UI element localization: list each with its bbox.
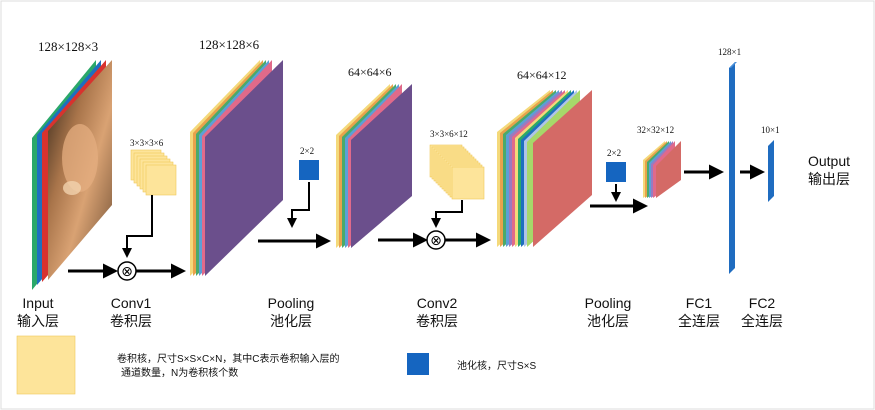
conv1-output-dimension-label: 128×128×6 [199, 37, 260, 52]
conv2-output-volume [497, 90, 592, 247]
legend-kernel-text-line1: 卷积核，尺寸S×S×C×N，其中C表示卷积输入层的 [117, 352, 340, 365]
kernel2-stack [429, 144, 485, 200]
legend-pool-text: 池化核，尺寸S×S [457, 359, 537, 372]
conv2-operator-symbol: ⊗ [430, 232, 442, 248]
pool2-output-volume [643, 141, 681, 198]
conv1-label-zh: 卷积层 [110, 313, 152, 329]
output-label-en: Output [808, 153, 850, 169]
pool1-output-dimension-label: 64×64×6 [348, 65, 392, 79]
legend-kernel-text-line2: 通道数量，N为卷积核个数 [121, 366, 238, 379]
pool2-label-en: Pooling [585, 295, 632, 311]
kernel2-arrow [431, 200, 463, 228]
input-label-zh: 输入层 [17, 313, 59, 329]
kernel1-dimension-label: 3×3×3×6 [130, 138, 164, 148]
fc2-label-en: FC2 [749, 295, 776, 311]
pool1-output-volume [336, 84, 412, 248]
input-volume [32, 60, 112, 290]
input-label-en: Input [22, 295, 53, 311]
fc2-label-zh: 全连层 [741, 313, 783, 329]
conv2-output-dimension-label: 64×64×12 [517, 68, 567, 82]
pool1-kernel [299, 160, 319, 180]
pool2-output-dimension-label: 32×32×12 [637, 125, 674, 135]
pool2-label-zh: 池化层 [587, 313, 629, 329]
conv2-label-en: Conv2 [417, 295, 458, 311]
input-dimension-label: 128×128×3 [38, 39, 98, 54]
conv1-output-volume [190, 60, 283, 276]
pool1-label-zh: 池化层 [270, 313, 312, 329]
stage-labels: Input 输入层 Conv1 卷积层 Pooling 池化层 Conv2 卷积… [17, 153, 850, 329]
conv1-label-en: Conv1 [111, 295, 152, 311]
output-label-zh: 输出层 [808, 171, 850, 187]
pool1-label-en: Pooling [268, 295, 315, 311]
conv1-operator-symbol: ⊗ [121, 263, 133, 279]
pool1-dimension-label: 2×2 [300, 146, 314, 156]
kernel1-arrow [122, 195, 153, 258]
fc1-label-en: FC1 [686, 295, 713, 311]
pool2-dimension-label: 2×2 [607, 148, 621, 158]
kernel1-stack [130, 149, 177, 196]
kernel2-dimension-label: 3×3×6×12 [430, 129, 468, 139]
legend-pool-swatch [407, 353, 429, 375]
legend-kernel-swatch [16, 335, 76, 395]
fc1-dimension-label: 128×1 [718, 47, 741, 57]
fc1-layer [729, 62, 735, 274]
pool1-arrow [287, 182, 310, 228]
pool2-kernel [606, 162, 626, 182]
fc2-dimension-label: 10×1 [761, 125, 780, 135]
fc2-layer [768, 140, 774, 202]
fc1-label-zh: 全连层 [678, 313, 720, 329]
conv2-label-zh: 卷积层 [416, 313, 458, 329]
